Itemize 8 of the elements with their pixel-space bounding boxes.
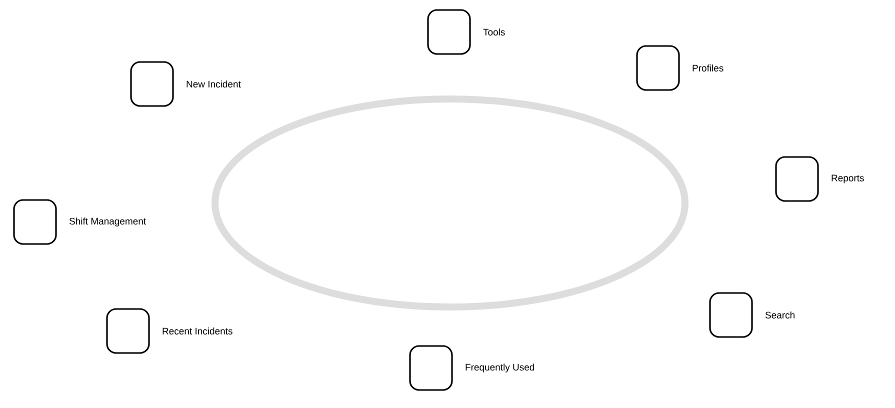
node-label: Frequently Used xyxy=(466,364,534,372)
node-label: Profiles xyxy=(692,64,724,72)
node-label: Search xyxy=(765,312,794,318)
node-label: Recent Incidents xyxy=(162,328,232,334)
node-label: Shift Management xyxy=(69,218,146,226)
node-label: Tools xyxy=(483,28,505,36)
node-label: New Incident xyxy=(186,80,241,88)
node-label: Reports xyxy=(832,174,864,184)
